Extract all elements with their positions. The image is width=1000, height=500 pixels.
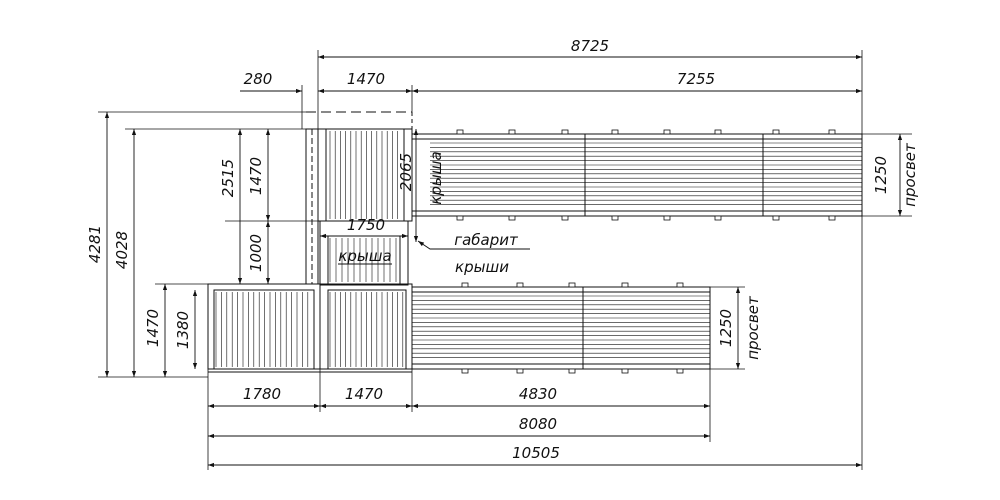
lower-left-block-inner <box>213 289 315 370</box>
bolt-mark <box>611 129 619 135</box>
bolt-marks <box>456 129 836 374</box>
lower-mid-block-frame <box>319 283 413 370</box>
label-roof-vertical: крыша <box>427 151 445 204</box>
dim-value-bottom-mid: 1470 <box>345 385 383 403</box>
label-clearance-upper: просвет <box>901 142 919 207</box>
bolt-mark <box>461 368 469 374</box>
dim-value-right-upper: 1250 <box>872 156 890 194</box>
bolt-mark <box>516 368 524 374</box>
lower-walkway-frame <box>411 286 711 370</box>
bolt-mark <box>828 129 836 135</box>
dim-value-left-middle: 1000 <box>247 234 265 272</box>
roof-envelope-leader <box>417 240 530 250</box>
label-roof-horizontal: крыша <box>338 247 391 265</box>
dim-value-top-left-offset: 280 <box>244 70 273 88</box>
bolt-mark <box>456 215 464 221</box>
dim-value-left-second: 4028 <box>113 231 131 269</box>
roof-connector-frame <box>319 220 409 286</box>
dim-value-left-upper: 2515 <box>219 159 237 197</box>
dim-value-top-block: 1470 <box>347 70 385 88</box>
dim-value-left-lower: 1470 <box>144 309 162 347</box>
bolt-mark <box>461 282 469 288</box>
dim-value-bottom-left: 1780 <box>243 385 281 403</box>
dim-value-bottom-right: 4830 <box>519 385 557 403</box>
dim-value-top-overall: 8725 <box>571 37 609 55</box>
bolt-mark <box>508 215 516 221</box>
dim-value-roof-height: 2065 <box>397 153 415 191</box>
bolt-mark <box>568 282 576 288</box>
bolt-mark <box>611 215 619 221</box>
bolt-mark <box>663 129 671 135</box>
bolt-mark <box>516 282 524 288</box>
label-roof-envelope-1: габарит <box>454 231 519 249</box>
dim-value-bottom-partial: 8080 <box>519 415 557 433</box>
label-clearance-lower: просвет <box>744 295 762 360</box>
bolt-mark <box>676 282 684 288</box>
bolt-mark <box>772 215 780 221</box>
dim-value-roof-width: 1750 <box>347 216 385 234</box>
dim-value-left-upper-inner: 1470 <box>247 157 265 195</box>
dimension-lines <box>104 54 903 468</box>
dim-value-top-right: 7255 <box>677 70 715 88</box>
bolt-mark <box>456 129 464 135</box>
lower-left-block-frame <box>207 283 321 370</box>
dim-value-bottom-overall: 10505 <box>512 444 560 462</box>
dim-value-right-lower: 1250 <box>717 309 735 347</box>
bolt-mark <box>621 282 629 288</box>
bolt-mark <box>621 368 629 374</box>
dim-value-left-overall: 4281 <box>86 225 104 263</box>
bolt-mark <box>772 129 780 135</box>
bolt-mark <box>508 129 516 135</box>
bolt-mark <box>676 368 684 374</box>
bolt-mark <box>561 129 569 135</box>
label-roof-envelope-2: крыши <box>455 258 509 276</box>
upper-walkway-frame <box>411 133 863 217</box>
bolt-mark <box>561 215 569 221</box>
bolt-mark <box>714 215 722 221</box>
structure-outline <box>207 111 863 373</box>
dimension-texts: 8725 280 1470 7255 1780 1470 4830 8080 1… <box>86 37 919 462</box>
bolt-mark <box>568 368 576 374</box>
lower-mid-block-inner <box>327 289 407 370</box>
bolt-mark <box>714 129 722 135</box>
bolt-mark <box>828 215 836 221</box>
dim-value-left-lower-inner: 1380 <box>174 311 192 349</box>
deck-slats <box>215 131 862 367</box>
bolt-mark <box>663 215 671 221</box>
